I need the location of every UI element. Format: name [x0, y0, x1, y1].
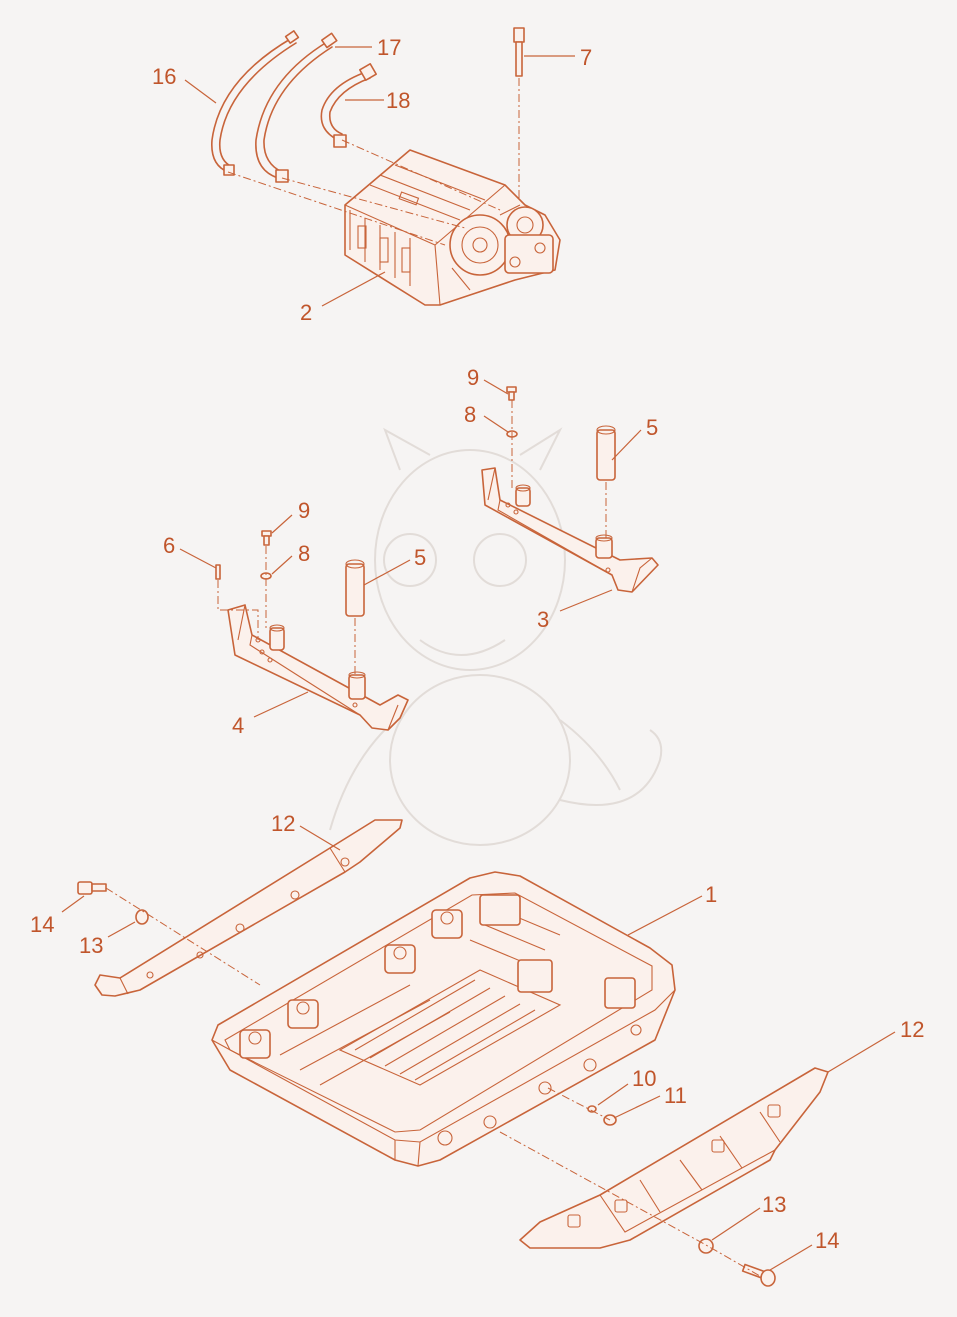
part-13-washer-lower [698, 1238, 714, 1254]
part-2-pump-unit [344, 149, 561, 306]
part-16-hose [211, 30, 300, 176]
callout-5: 5 [414, 545, 426, 570]
callout-10: 10 [632, 1066, 656, 1091]
callout-4: 4 [232, 713, 244, 738]
part-5-sleeve-right [596, 425, 616, 481]
callout-9: 9 [298, 498, 310, 523]
part-7-bolt [513, 27, 525, 77]
part-5-sleeve-left [345, 559, 365, 617]
callout-14: 14 [815, 1228, 839, 1253]
leader-lines [61, 46, 896, 1271]
callout-16: 16 [152, 64, 176, 89]
callout-14: 14 [30, 912, 54, 937]
callout-13: 13 [762, 1192, 786, 1217]
callout-3: 3 [537, 607, 549, 632]
callout-12: 12 [271, 811, 295, 836]
callout-11: 11 [664, 1083, 687, 1108]
callout-9: 9 [467, 365, 479, 390]
part-12-rail-upper [94, 819, 403, 997]
part-13-washer-upper [135, 909, 149, 925]
part-3-bracket [481, 467, 659, 593]
callout-labels: 16 17 7 18 2 9 8 5 3 9 6 8 5 4 12 1 14 1… [30, 35, 924, 1253]
part-14-bolt-lower [741, 1263, 776, 1287]
callout-8: 8 [298, 541, 310, 566]
part-1-base-frame [211, 871, 676, 1167]
part-12-rail-lower [519, 1067, 829, 1249]
part-10-pin [587, 1105, 597, 1113]
part-18-hose [320, 63, 377, 148]
callout-18: 18 [386, 88, 410, 113]
part-17-hose [255, 32, 338, 183]
part-9-screw-left [261, 530, 272, 546]
callout-2: 2 [300, 300, 312, 325]
part-9-screw-right [506, 386, 517, 401]
callout-12: 12 [900, 1017, 924, 1042]
callout-13: 13 [79, 933, 103, 958]
part-14-bolt-upper [77, 881, 107, 895]
callout-1: 1 [705, 882, 717, 907]
callout-17: 17 [377, 35, 401, 60]
part-6-pin [215, 564, 221, 580]
background-watermark [329, 427, 663, 846]
callout-5: 5 [646, 415, 658, 440]
callout-8: 8 [464, 402, 476, 427]
callout-7: 7 [580, 45, 592, 70]
callout-6: 6 [163, 533, 175, 558]
part-4-bracket [227, 604, 409, 731]
